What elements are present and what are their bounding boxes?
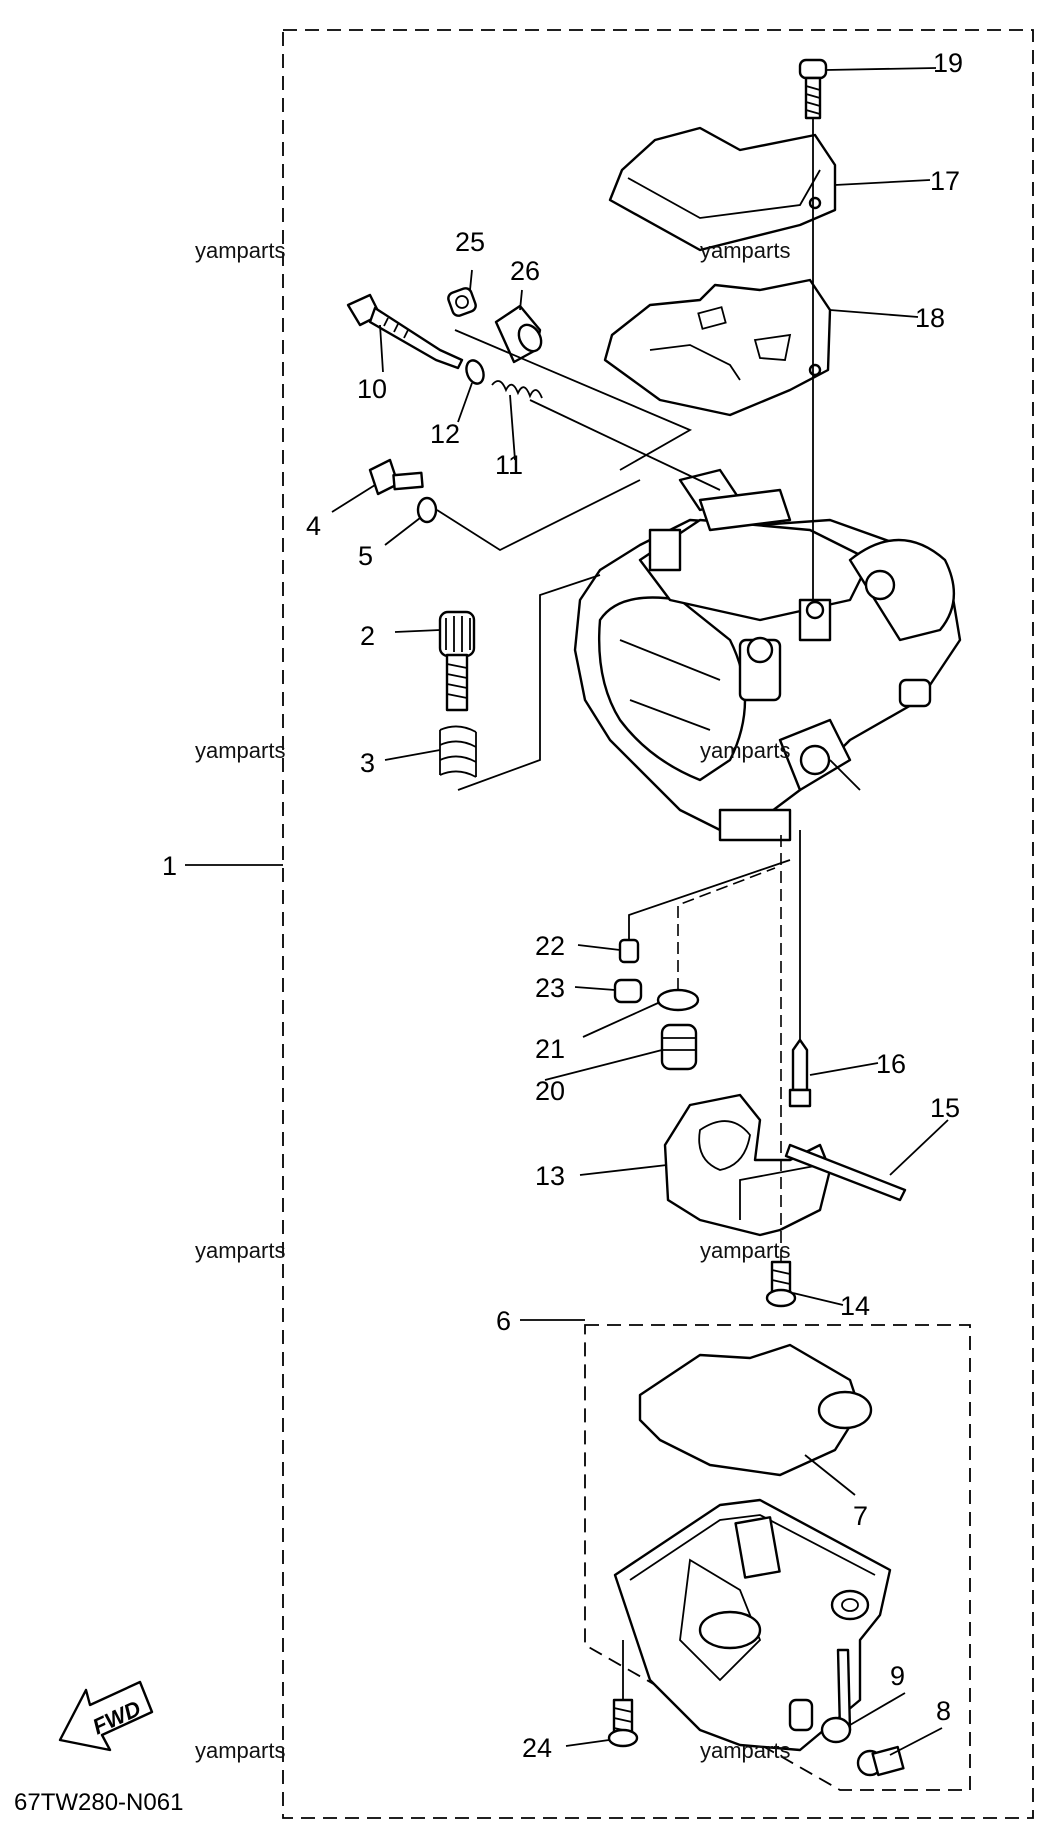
part-11-spring <box>491 380 543 399</box>
assembly-line-11 <box>529 399 721 491</box>
callout-15: 15 <box>930 1093 960 1123</box>
callout-20: 20 <box>535 1076 565 1106</box>
assembly-boundary <box>282 29 1034 1819</box>
watermark-2: yamparts <box>700 238 790 263</box>
callout-3: 3 <box>360 748 375 778</box>
part-25-cap <box>447 287 477 317</box>
float-bowl <box>613 1498 892 1752</box>
callout-19: 19 <box>933 48 963 78</box>
callout-26: 26 <box>510 256 540 286</box>
assembly-line-21 <box>677 867 776 990</box>
assembly-line-10-25 <box>454 329 693 471</box>
part-3-spring <box>439 725 477 778</box>
callout-16: 16 <box>876 1049 906 1079</box>
watermark-6: yamparts <box>700 1238 790 1263</box>
part-20-main-nozzle <box>660 1023 698 1071</box>
part-12-o-ring <box>465 359 485 385</box>
callout-14: 14 <box>840 1291 870 1321</box>
part-23-jet <box>613 978 643 1004</box>
part-22-jet <box>618 938 640 964</box>
callout-4: 4 <box>306 511 321 541</box>
callout-17: 17 <box>930 166 960 196</box>
callout-7: 7 <box>853 1501 868 1531</box>
callout-21: 21 <box>535 1034 565 1064</box>
part-7-gasket <box>638 1343 873 1477</box>
fwd-arrow-icon: FWD <box>58 1680 154 1752</box>
callout-23: 23 <box>535 973 565 1003</box>
assembly-line-3 <box>457 574 601 791</box>
watermark-8: yamparts <box>700 1738 790 1763</box>
callout-24: 24 <box>522 1733 552 1763</box>
part-19-screw <box>798 58 828 120</box>
float-bowl-assembly-boundary <box>584 1324 971 1791</box>
callout-25: 25 <box>455 227 485 257</box>
part-13-float <box>663 1093 832 1237</box>
carburetor-body <box>573 468 962 842</box>
part-18-gasket <box>603 278 832 417</box>
part-15-float-pin <box>784 1143 907 1202</box>
callout-22: 22 <box>535 931 565 961</box>
part-5-washer <box>416 496 438 524</box>
callout-18: 18 <box>915 303 945 333</box>
watermark-4: yamparts <box>700 738 790 763</box>
leader-lines <box>185 67 949 1756</box>
drawing-code: 67TW280-N061 <box>14 1789 183 1816</box>
part-21-o-ring <box>656 988 700 1012</box>
assembly-line-5 <box>436 479 641 552</box>
part-2-throttle-stop-screw <box>438 610 476 712</box>
callout-13: 13 <box>535 1161 565 1191</box>
watermark-3: yamparts <box>195 738 285 763</box>
callout-12: 12 <box>430 419 460 449</box>
assembly-line-22 <box>628 859 791 940</box>
part-10-pilot-screw <box>346 293 464 370</box>
part-9-o-ring <box>820 1716 852 1744</box>
callout-8: 8 <box>936 1696 951 1726</box>
part-24-screw <box>607 1698 639 1748</box>
callout-11: 11 <box>495 450 523 480</box>
part-8-drain-screw <box>856 1745 905 1777</box>
watermark-5: yamparts <box>195 1238 285 1263</box>
callout-1: 1 <box>162 851 177 881</box>
part-14-screw <box>765 1260 797 1308</box>
watermark-1: yamparts <box>195 238 285 263</box>
callout-6: 6 <box>496 1306 511 1336</box>
part-4-bolt <box>368 458 424 496</box>
callout-10: 10 <box>357 374 387 404</box>
part-17-cover <box>608 126 837 252</box>
callout-2: 2 <box>360 621 375 651</box>
part-26-sleeve <box>494 304 543 364</box>
part-16-needle-valve <box>788 1038 812 1108</box>
callout-5: 5 <box>358 541 373 571</box>
callout-9: 9 <box>890 1661 905 1691</box>
watermark-7: yamparts <box>195 1738 285 1763</box>
